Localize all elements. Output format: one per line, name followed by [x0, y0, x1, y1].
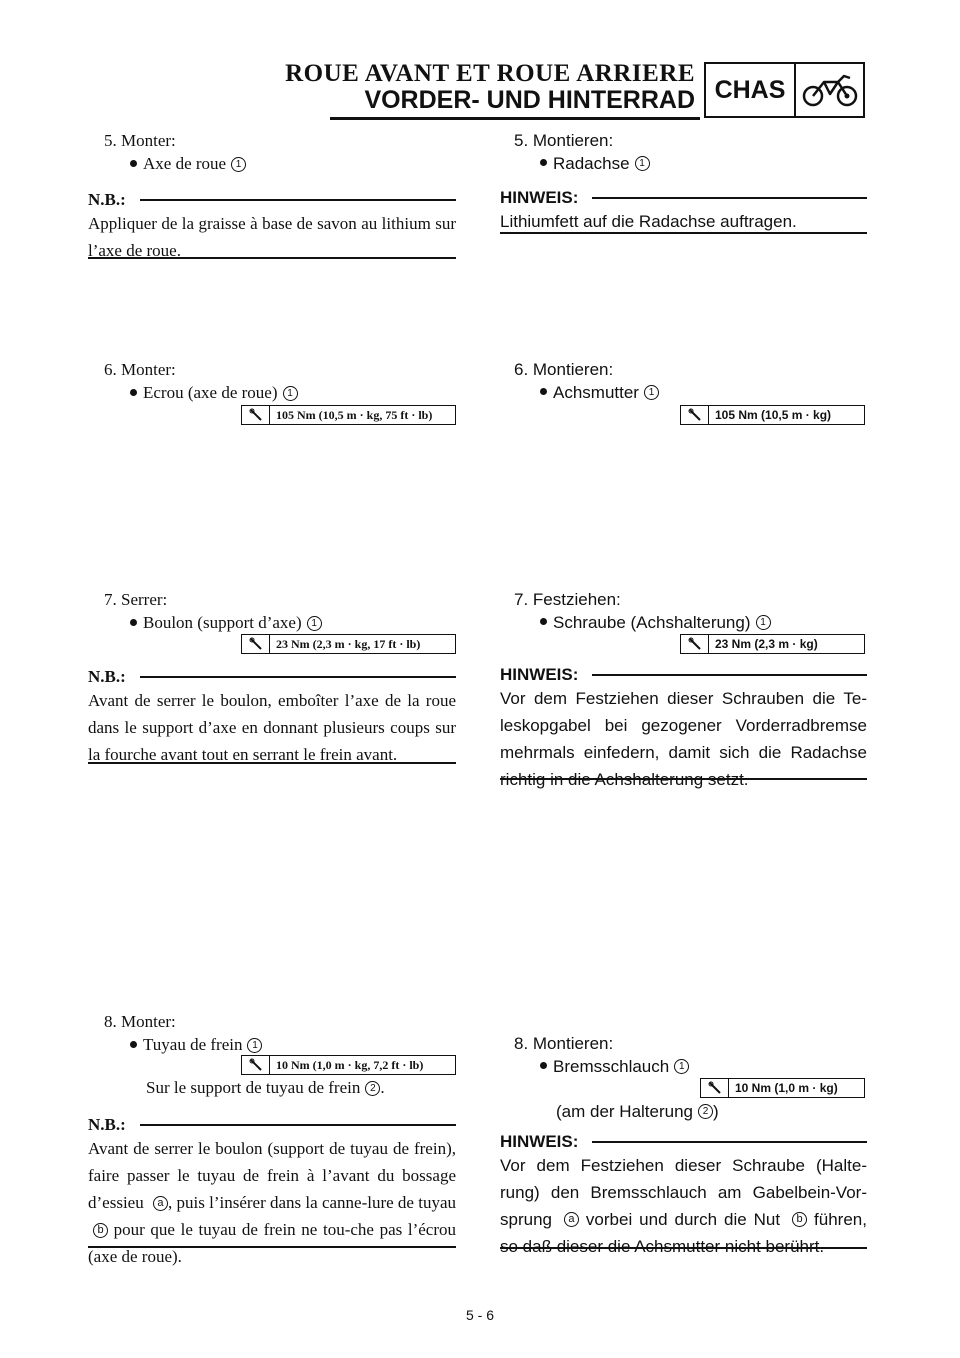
fr-step6-heading: 6. Monter: [104, 360, 176, 379]
header-rule [330, 117, 700, 120]
ref-marker: 2 [698, 1104, 714, 1120]
ref-marker: 1 [282, 385, 298, 401]
de-step5-item-text: Radachse [553, 154, 630, 173]
de-step6-item-text: Achsmutter [553, 383, 639, 402]
ref-marker: 1 [306, 615, 322, 631]
de-step8-sub-text: (am der Halterung [556, 1102, 694, 1121]
ref-marker: 1 [231, 156, 247, 172]
fr-step6-torque-value: 105 Nm (10,5 m · kg, 75 ft · lb) [276, 407, 433, 422]
de-step8-item-text: Bremsschlauch [553, 1057, 670, 1076]
fr-step8-heading: 8. Monter: [104, 1012, 176, 1031]
de-note1: HINWEIS: Lithiumfett auf die Radachse au… [500, 188, 867, 235]
ref-marker: 2 [365, 1080, 381, 1096]
de-note2-label: HINWEIS: [500, 665, 579, 684]
fr-note3: N.B.: Avant de serrer le boulon (support… [88, 1115, 456, 1270]
de-step8-torque-value: 10 Nm (1,0 m · kg) [735, 1081, 838, 1095]
fr-note2-end-rule [88, 762, 456, 764]
page-number: 5 - 6 [465, 1307, 494, 1323]
de-step8-heading: 8. Montieren: [514, 1034, 614, 1053]
de-note1-label: HINWEIS: [500, 188, 579, 207]
ref-marker-b: b [792, 1212, 808, 1228]
fr-note2-label: N.B.: [88, 667, 126, 686]
de-step7-item: Schraube (Achshalterung)1 [540, 613, 771, 633]
de-step7-torque: 23 Nm (2,3 m · kg) [680, 634, 865, 654]
de-note3-text: Vor dem Festziehen dieser Schraube (Halt… [500, 1156, 867, 1256]
de-step8-torque: 10 Nm (1,0 m · kg) [700, 1078, 865, 1098]
fr-step5-item-text: Axe de roue [143, 154, 227, 173]
de-step6-torque-value: 105 Nm (10,5 m · kg) [715, 408, 832, 422]
bullet-icon [130, 618, 137, 626]
fr-step7-heading: 7. Serrer: [104, 590, 168, 609]
wrench-icon [681, 635, 709, 653]
fr-step7-item: Boulon (support d’axe)1 [130, 613, 322, 633]
fr-note3-end-rule [88, 1246, 456, 1248]
fr-step5-heading: 5. Monter: [104, 131, 176, 150]
header-title-de: VORDER- UND HINTERRAD [364, 86, 695, 114]
de-note1-end-rule [500, 232, 867, 234]
fr-step8-torque: 10 Nm (1,0 m · kg, 7,2 ft · lb) [241, 1055, 456, 1075]
ref-marker-a: a [563, 1212, 579, 1228]
ref-marker-b: b [93, 1222, 108, 1238]
de-note3-end-rule [500, 1247, 867, 1249]
wrench-icon [681, 406, 709, 424]
de-note3: HINWEIS: Vor dem Festziehen dieser Schra… [500, 1132, 867, 1260]
section-badge-text: CHAS [706, 64, 796, 116]
ref-marker: 1 [674, 1059, 690, 1075]
bullet-icon [540, 1062, 547, 1070]
de-note1-text: Lithiumfett auf die Radachse auftragen. [500, 212, 797, 231]
de-step7-item-text: Schraube (Achshalterung) [553, 613, 751, 632]
de-note3-label: HINWEIS: [500, 1132, 579, 1151]
section-badge: CHAS [704, 62, 865, 118]
de-note2-text: Vor dem Festziehen dieser Schrauben die … [500, 689, 867, 789]
bullet-icon [130, 1040, 137, 1048]
ref-marker: 1 [755, 615, 771, 631]
ref-marker: 1 [247, 1037, 263, 1053]
motorcycle-icon [796, 64, 863, 116]
fr-note3-text: Avant de serrer le boulon (support de tu… [88, 1139, 457, 1266]
fr-step7-torque: 23 Nm (2,3 m · kg, 17 ft · lb) [241, 634, 456, 654]
header-title-fr: ROUE AVANT ET ROUE ARRIERE [285, 60, 695, 87]
de-step7-heading: 7. Festziehen: [514, 590, 621, 609]
ref-marker: 1 [643, 385, 659, 401]
bullet-icon [540, 388, 547, 396]
fr-note1-end-rule [88, 257, 456, 259]
fr-step6-item-text: Ecrou (axe de roue) [143, 383, 278, 402]
fr-step8-item-text: Tuyau de frein [143, 1035, 243, 1054]
fr-step7-item-text: Boulon (support d’axe) [143, 613, 302, 632]
fr-step6-torque: 105 Nm (10,5 m · kg, 75 ft · lb) [241, 405, 456, 425]
de-note2-end-rule [500, 778, 867, 780]
ref-marker: 1 [634, 156, 650, 172]
bullet-icon [540, 618, 547, 626]
wrench-icon [242, 635, 270, 653]
bullet-icon [130, 388, 137, 396]
fr-note1: N.B.: Appliquer de la graisse à base de … [88, 190, 456, 264]
fr-step6-item: Ecrou (axe de roue)1 [130, 383, 298, 403]
wrench-icon [701, 1079, 729, 1097]
bullet-icon [540, 159, 547, 167]
fr-note2: N.B.: Avant de serrer le boulon, emboîte… [88, 667, 456, 768]
de-note2: HINWEIS: Vor dem Festziehen dieser Schra… [500, 665, 867, 793]
fr-note1-label: N.B.: [88, 190, 126, 209]
de-step7-torque-value: 23 Nm (2,3 m · kg) [715, 637, 818, 651]
wrench-icon [242, 406, 270, 424]
fr-step8-torque-value: 10 Nm (1,0 m · kg, 7,2 ft · lb) [276, 1057, 424, 1072]
de-step5-heading: 5. Montieren: [514, 131, 614, 150]
ref-marker-a: a [152, 1195, 168, 1211]
fr-note2-text: Avant de serrer le boulon, emboîter l’ax… [88, 691, 456, 764]
fr-note1-text: Appliquer de la graisse à base de savon … [88, 214, 456, 260]
bullet-icon [130, 159, 137, 167]
de-step6-torque: 105 Nm (10,5 m · kg) [680, 405, 865, 425]
de-step6-heading: 6. Montieren: [514, 360, 614, 379]
wrench-icon [242, 1056, 270, 1074]
fr-note3-label: N.B.: [88, 1115, 126, 1134]
fr-step8-sub-text: Sur le support de tuyau de frein [146, 1078, 361, 1097]
fr-step7-torque-value: 23 Nm (2,3 m · kg, 17 ft · lb) [276, 636, 421, 651]
